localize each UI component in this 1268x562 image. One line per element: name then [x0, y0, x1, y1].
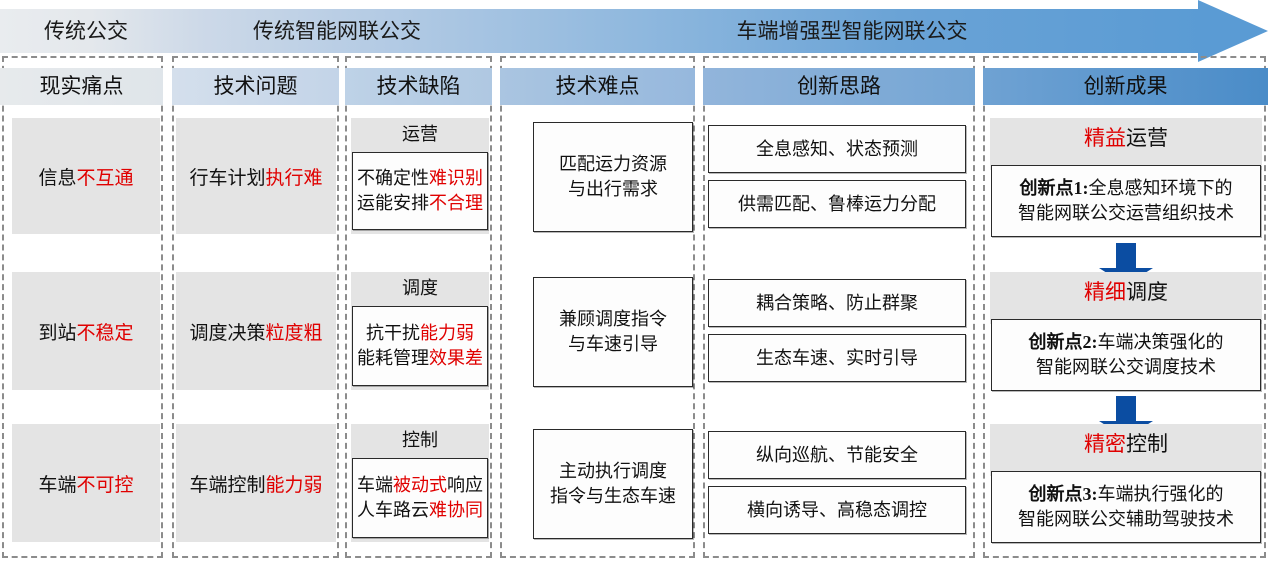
innovation-result-title-black-row3: 控制: [1126, 432, 1168, 456]
tech-problem-text-row3: 车端控制: [189, 474, 266, 496]
tech-defect-line1-highlight-row1: 难识别: [429, 168, 483, 188]
innovation-result-title-red-row2: 精细: [1084, 280, 1126, 304]
innovation-idea-box-row2-1: 耦合策略、防止群聚: [708, 279, 966, 327]
tech-defect-line1-text-row3: 车端: [357, 475, 393, 495]
tech-defect-line2-text-row2: 能耗管理: [357, 348, 429, 368]
innovation-result-box-row2: 创新点2:车端决策强化的 智能网联公交调度技术: [991, 319, 1261, 391]
tech-defect-line2-highlight-row1: 不合理: [429, 193, 483, 213]
tech-defect-line2-text-row1: 运能安排: [357, 193, 429, 213]
column-frame-innovation-ideas: [703, 56, 975, 558]
innovation-result-line2-row2: 智能网联公交调度技术: [1036, 357, 1216, 377]
innovation-idea-text-row2-2: 生态车速、实时引导: [756, 347, 918, 368]
pain-point-text-row2: 到站: [38, 322, 77, 344]
tech-defect-title-row3: 控制: [402, 430, 438, 450]
innovation-result-line2-row1: 智能网联公交运营组织技术: [1018, 203, 1234, 223]
innovation-idea-text-row3-1: 纵向巡航、节能安全: [756, 444, 918, 465]
innovation-result-line1-row2: 创新点2:车端决策强化的: [1028, 332, 1224, 352]
tech-difficulty-line1-row3: 主动执行调度: [559, 461, 667, 481]
innovation-idea-box-row1-2: 供需匹配、鲁棒运力分配: [708, 180, 966, 228]
innovation-idea-box-row3-2: 横向诱导、高稳态调控: [708, 486, 966, 534]
tech-defect-line2-highlight-row3: 难协同: [429, 500, 483, 520]
innovation-result-title-red-row1: 精益: [1084, 126, 1126, 150]
evolution-arrow-shaft: [0, 9, 1205, 53]
tech-problem-highlight-row2: 粒度粗: [265, 322, 323, 344]
column-header-innovation-ideas: 创新思路: [703, 68, 975, 105]
innovation-idea-text-row3-2: 横向诱导、高稳态调控: [747, 499, 927, 520]
column-frame-tech-difficulties: [500, 56, 695, 558]
innovation-result-title-cell-row3: 精密控制: [990, 424, 1262, 476]
column-header-tech-difficulties: 技术难点: [500, 68, 695, 105]
tech-problem-text-row1: 行车计划: [189, 167, 266, 189]
innovation-result-line2-row3: 智能网联公交辅助驾驶技术: [1018, 509, 1234, 529]
tech-difficulty-line2-row3: 指令与生态车速: [550, 486, 676, 506]
tech-problem-cell-row2: 调度决策粒度粗: [176, 272, 336, 390]
innovation-idea-text-row1-2: 供需匹配、鲁棒运力分配: [738, 193, 936, 214]
pain-point-cell-row2: 到站不稳定: [12, 272, 160, 390]
tech-defect-line1-tail-row3: 响应: [447, 475, 483, 495]
pain-point-highlight-row2: 不稳定: [76, 322, 134, 344]
pain-point-cell-row1: 信息不互通: [12, 118, 160, 234]
pain-point-highlight-row3: 不可控: [76, 474, 134, 496]
tech-defect-line1-highlight-row2: 能力弱: [420, 323, 474, 343]
innovation-idea-text-row1-1: 全息感知、状态预测: [756, 138, 918, 159]
column-frame-tech-defects: [345, 56, 492, 558]
column-frame-pain-points: [2, 56, 163, 558]
innovation-result-box-row3: 创新点3:车端执行强化的 智能网联公交辅助驾驶技术: [991, 471, 1261, 543]
tech-defect-line1-text-row1: 不确定性: [357, 168, 429, 188]
tech-difficulty-box-row3: 主动执行调度 指令与生态车速: [533, 429, 693, 539]
tech-defect-line2-highlight-row2: 效果差: [429, 348, 483, 368]
innovation-result-title-red-row3: 精密: [1084, 432, 1126, 456]
tech-difficulty-box-row1: 匹配运力资源 与出行需求: [533, 122, 693, 232]
column-header-tech-problems: 技术问题: [172, 68, 339, 105]
evolution-arrow-head-icon: [1198, 0, 1268, 62]
tech-difficulty-line1-row2: 兼顾调度指令: [559, 309, 667, 329]
pain-point-cell-row3: 车端不可控: [12, 424, 160, 542]
tech-problem-text-row2: 调度决策: [189, 322, 266, 344]
innovation-idea-box-row1-1: 全息感知、状态预测: [708, 125, 966, 173]
tech-problem-cell-row1: 行车计划执行难: [176, 118, 336, 234]
tech-problem-highlight-row3: 能力弱: [265, 474, 323, 496]
tech-difficulty-line2-row2: 与车速引导: [568, 334, 658, 354]
tech-defect-line2-text-row3: 人车路云: [357, 500, 429, 520]
innovation-result-box-row1: 创新点1:全息感知环境下的 智能网联公交运营组织技术: [991, 165, 1261, 237]
timeline-stage-connected: 传统智能网联公交: [253, 19, 421, 43]
tech-problem-cell-row3: 车端控制能力弱: [176, 424, 336, 542]
tech-defect-title-row2: 调度: [402, 278, 438, 298]
tech-difficulty-line2-row1: 与出行需求: [568, 179, 658, 199]
column-header-pain-points: 现实痛点: [0, 68, 163, 105]
tech-defect-line1-text-row2: 抗干扰: [366, 323, 420, 343]
innovation-result-title-black-row2: 调度: [1126, 280, 1168, 304]
innovation-result-title-cell-row1: 精益运营: [990, 118, 1262, 170]
pain-point-text-row3: 车端: [38, 474, 77, 496]
tech-defect-box-row3: 车端被动式响应 人车路云难协同: [352, 458, 488, 538]
innovation-result-title-black-row1: 运营: [1126, 126, 1168, 150]
innovation-result-line1-row1: 创新点1:全息感知环境下的: [1019, 178, 1233, 198]
tech-difficulty-line1-row1: 匹配运力资源: [559, 154, 667, 174]
innovation-idea-box-row2-2: 生态车速、实时引导: [708, 334, 966, 382]
tech-defect-title-row1: 运营: [402, 124, 438, 144]
innovation-idea-text-row2-1: 耦合策略、防止群聚: [756, 292, 918, 313]
innovation-result-title-cell-row2: 精细调度: [990, 272, 1262, 324]
tech-problem-highlight-row1: 执行难: [265, 167, 323, 189]
pain-point-text-row1: 信息: [38, 167, 77, 189]
column-frame-tech-problems: [172, 56, 339, 558]
timeline-stage-vehicle-enhanced: 车端增强型智能网联公交: [736, 19, 968, 43]
column-header-innovation-results: 创新成果: [983, 68, 1268, 105]
column-frame-innovation-results: [983, 56, 1266, 558]
tech-defect-box-row1: 不确定性难识别 运能安排不合理: [352, 152, 488, 230]
timeline-stage-traditional: 传统公交: [44, 19, 128, 43]
tech-defect-line1-highlight-row3: 被动式: [393, 475, 447, 495]
innovation-result-line1-row3: 创新点3:车端执行强化的: [1028, 484, 1224, 504]
column-header-tech-defects: 技术缺陷: [345, 68, 492, 105]
innovation-idea-box-row3-1: 纵向巡航、节能安全: [708, 431, 966, 479]
tech-difficulty-box-row2: 兼顾调度指令 与车速引导: [533, 277, 693, 387]
evolution-arrow: 传统公交 传统智能网联公交 车端增强型智能网联公交: [0, 0, 1268, 62]
pain-point-highlight-row1: 不互通: [76, 167, 134, 189]
tech-defect-box-row2: 抗干扰能力弱 能耗管理效果差: [352, 306, 488, 386]
